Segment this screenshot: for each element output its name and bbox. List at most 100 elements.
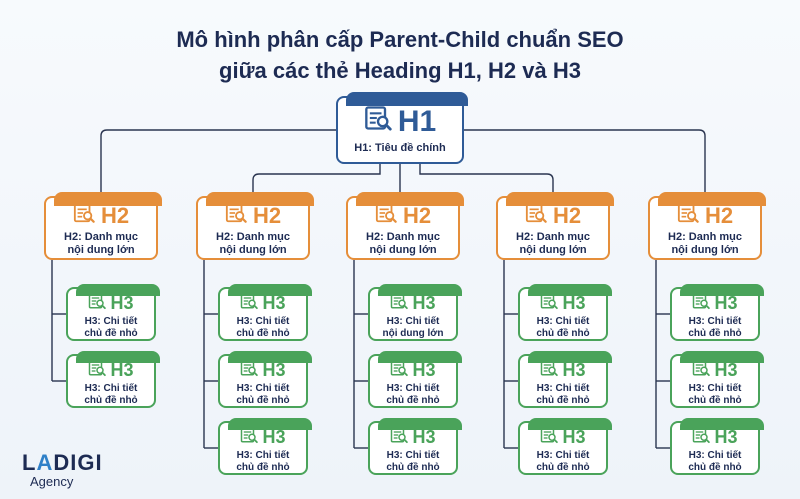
document-magnifier-icon [540, 359, 559, 382]
h3-card-tab [528, 351, 612, 363]
document-magnifier-icon [390, 426, 409, 449]
h3-label-line: H3: Chi tiết [386, 383, 440, 394]
connector-h1-h2-5 [464, 129, 706, 196]
h3-card-tab [528, 284, 612, 296]
h3-tag: H3 [562, 293, 586, 313]
document-magnifier-icon [540, 292, 559, 315]
h2-label-line: H2: Danh mục [366, 231, 440, 243]
h3-label-line: nội dung lớn [382, 328, 444, 339]
h3-card-tab [76, 284, 160, 296]
h1-card: H1 H1: Tiêu đề chính [336, 92, 468, 164]
h3-tag: H3 [562, 360, 586, 380]
h3-label-line: H3: Chi tiết [386, 316, 440, 327]
document-magnifier-icon [390, 359, 409, 382]
h3-tag: H3 [110, 293, 134, 313]
h2-label-line: nội dung lớn [219, 244, 287, 256]
h3-tag: H3 [562, 427, 586, 447]
h3-card-tab [228, 418, 312, 430]
h2-label-line: nội dung lớn [671, 244, 739, 256]
h2-label-line: nội dung lớn [519, 244, 587, 256]
h2-tag: H2 [402, 203, 432, 228]
h3-label-line: H3: Chi tiết [386, 450, 440, 461]
h3-tag: H3 [714, 293, 738, 313]
connector-h1-h2-1 [100, 129, 336, 196]
h3-label-line: chủ đề nhỏ [236, 395, 290, 406]
h3-card-tab [680, 284, 764, 296]
h2-label-line: H2: Danh mục [216, 231, 290, 243]
h3-label-line: H3: Chi tiết [536, 316, 590, 327]
h3-label-line: chủ đề nhỏ [236, 328, 290, 339]
document-magnifier-icon [540, 426, 559, 449]
h3-tag: H3 [412, 293, 436, 313]
h2-card-tab [356, 192, 464, 206]
h3-label-line: H3: Chi tiết [536, 383, 590, 394]
h3-label-line: chủ đề nhỏ [688, 395, 742, 406]
title-line-1: Mô hình phân cấp Parent-Child chuẩn SEO [176, 27, 624, 52]
h2-card-tab [206, 192, 314, 206]
h3-label-line: H3: Chi tiết [236, 383, 290, 394]
h3-label-line: chủ đề nhỏ [688, 462, 742, 473]
document-magnifier-icon [364, 104, 392, 140]
document-magnifier-icon [375, 202, 397, 230]
document-magnifier-icon [692, 292, 711, 315]
h2-label-line: H2: Danh mục [516, 231, 590, 243]
h3-label-line: H3: Chi tiết [84, 383, 138, 394]
h3-tag: H3 [714, 360, 738, 380]
h2-label-line: nội dung lớn [369, 244, 437, 256]
h3-tag: H3 [262, 293, 286, 313]
h2-label-line: nội dung lớn [67, 244, 135, 256]
document-magnifier-icon [88, 292, 107, 315]
h3-tag: H3 [714, 427, 738, 447]
h3-card-tab [680, 351, 764, 363]
h3-label-line: chủ đề nhỏ [536, 328, 590, 339]
document-magnifier-icon [390, 292, 409, 315]
h3-label-line: H3: Chi tiết [688, 316, 742, 327]
connector-h1-h2-2 [252, 164, 381, 196]
document-magnifier-icon [88, 359, 107, 382]
h3-label-line: chủ đề nhỏ [536, 395, 590, 406]
h2-tag: H2 [252, 203, 282, 228]
h3-label-line: chủ đề nhỏ [84, 395, 138, 406]
h3-label-line: H3: Chi tiết [84, 316, 138, 327]
document-magnifier-icon [240, 292, 259, 315]
h3-card-tab [378, 351, 462, 363]
h1-label: H1: Tiêu đề chính [354, 142, 446, 154]
h3-label-line: H3: Chi tiết [236, 316, 290, 327]
h3-card-tab [378, 284, 462, 296]
h3-label-line: chủ đề nhỏ [84, 328, 138, 339]
h3-card-tab [228, 351, 312, 363]
h2-tag: H2 [552, 203, 582, 228]
h3-label-line: chủ đề nhỏ [386, 462, 440, 473]
document-magnifier-icon [692, 359, 711, 382]
h3-label-line: chủ đề nhỏ [688, 328, 742, 339]
h3-tag: H3 [412, 360, 436, 380]
h3-label-line: chủ đề nhỏ [236, 462, 290, 473]
h3-label-line: chủ đề nhỏ [386, 395, 440, 406]
h3-label-line: H3: Chi tiết [236, 450, 290, 461]
logo-subtitle: Agency [30, 474, 74, 489]
document-magnifier-icon [225, 202, 247, 230]
document-magnifier-icon [677, 202, 699, 230]
document-magnifier-icon [240, 359, 259, 382]
h3-card-tab [528, 418, 612, 430]
h3-tag: H3 [110, 360, 134, 380]
h3-tag: H3 [262, 360, 286, 380]
h3-card-tab [378, 418, 462, 430]
